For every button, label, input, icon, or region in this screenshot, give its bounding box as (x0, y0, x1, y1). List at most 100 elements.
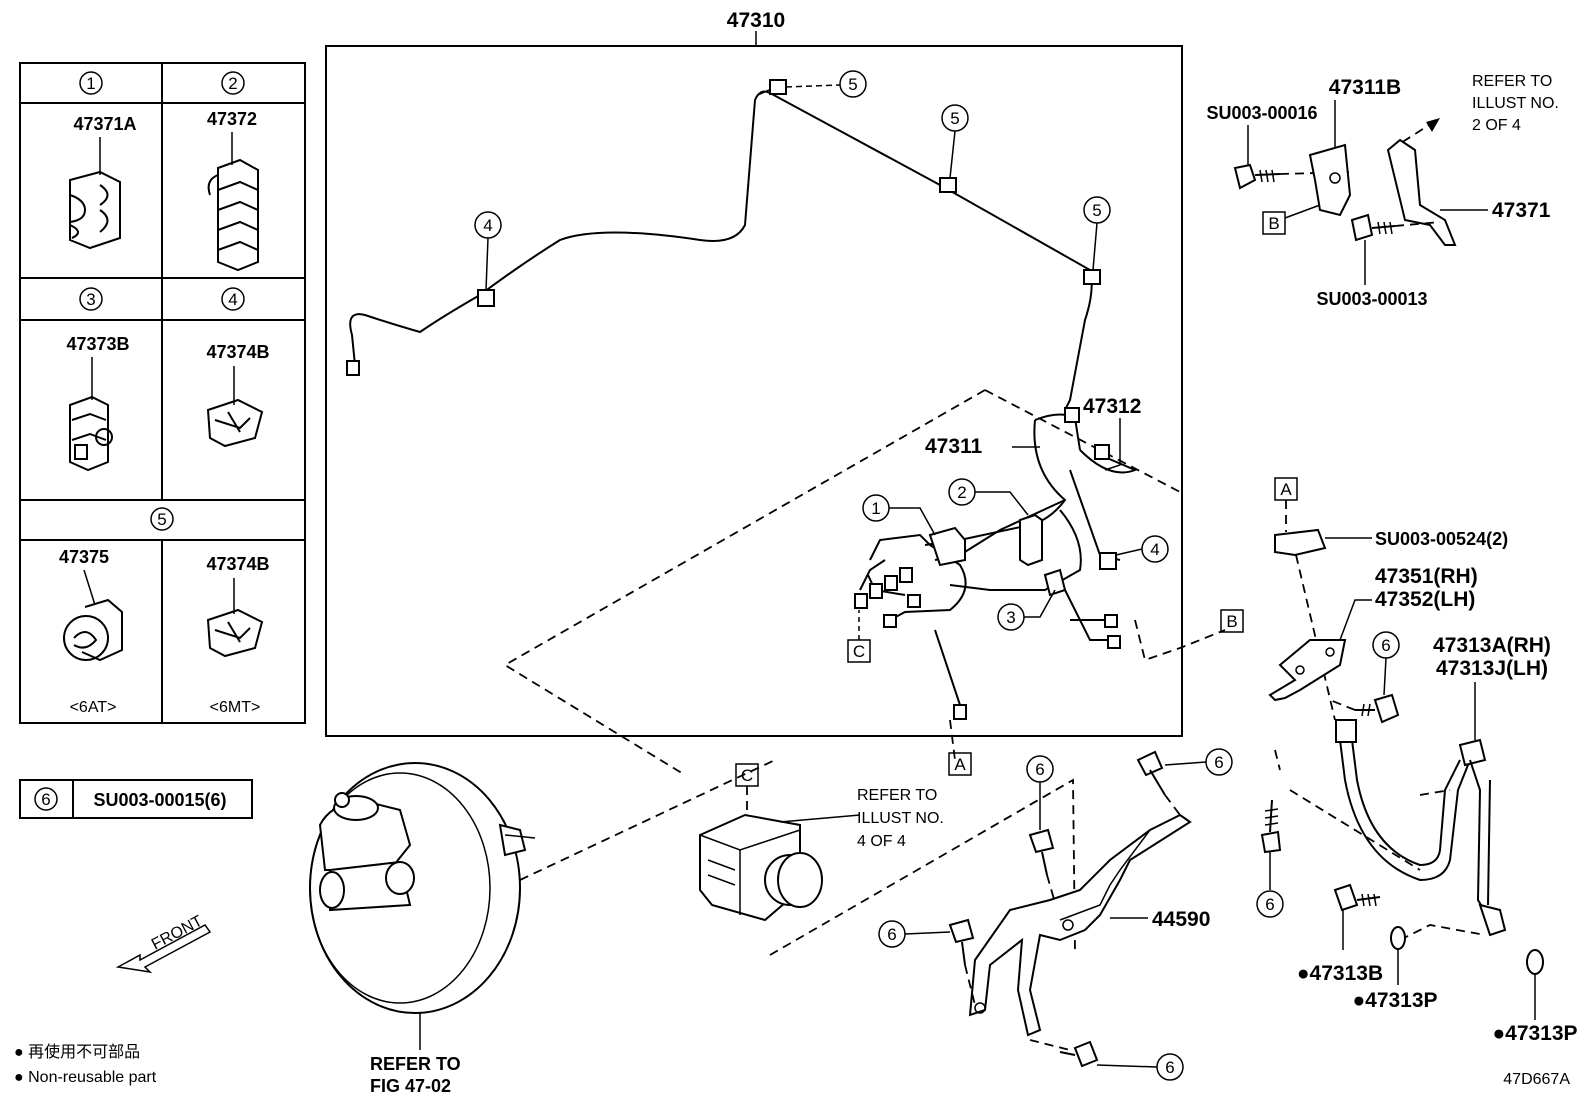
table-callout-2-label: 2 (228, 74, 237, 93)
svg-text:4: 4 (483, 216, 492, 235)
callout-3: 3 (997, 589, 1056, 631)
callout-4-a: 4 (474, 211, 502, 291)
flex-hose-group: A SU003-00524(2) 47351(RH) 47352(LH) 6 4… (1256, 477, 1578, 1045)
table-part-47374B-a: 47374B (206, 342, 269, 362)
table-part-47371A: 47371A (73, 114, 136, 134)
svg-text:6: 6 (1381, 636, 1390, 655)
label-47312: 47312 (1083, 395, 1141, 418)
table-note-6at: <6AT> (70, 699, 117, 716)
svg-text:REFER TO: REFER TO (857, 787, 937, 804)
svg-text:4 OF 4: 4 OF 4 (857, 833, 906, 850)
refer-illust-4: REFER TO ILLUST NO. 4 OF 4 (857, 787, 944, 850)
svg-text:FRONT: FRONT (149, 913, 206, 954)
tube-assembly-box: 47310 5 5 5 4 (325, 9, 1244, 776)
svg-text:5: 5 (848, 75, 857, 94)
front-direction-arrow: FRONT (115, 913, 212, 974)
table-part-47375: 47375 (59, 547, 109, 567)
callout-6-b: 6 (1256, 890, 1284, 918)
table-callout-3 (79, 287, 103, 311)
clip-47374B-drawing-a (206, 398, 264, 448)
actuator-bracket-44590: 6 6 44590 6 (878, 748, 1233, 1081)
callout-6-f: 6 (1096, 1053, 1184, 1081)
svg-text:A: A (1280, 480, 1292, 499)
label-su003-00013: SU003-00013 (1316, 289, 1427, 309)
callout-2: 2 (948, 478, 1029, 516)
label-47311: 47311 (925, 435, 983, 458)
label-47351: 47351(RH) (1375, 565, 1478, 588)
svg-text:ILLUST NO.: ILLUST NO. (1472, 95, 1559, 112)
brake-booster-group: REFER TO FIG 47-02 (309, 759, 776, 1096)
clip-47373B-drawing (69, 395, 113, 472)
callout-5-c: 5 (1083, 196, 1111, 271)
svg-text:REFER TO: REFER TO (1472, 73, 1552, 90)
box-letter-B-a: B (1220, 609, 1244, 633)
legend-jp: ● 再使用不可部品 (14, 1043, 140, 1061)
svg-text:C: C (853, 642, 865, 661)
table-callout-5 (150, 507, 174, 531)
table-callout-4-label: 4 (228, 290, 237, 309)
svg-text:6: 6 (1214, 753, 1223, 772)
table-callout-1 (79, 71, 103, 95)
svg-text:C: C (741, 766, 753, 785)
label-44590: 44590 (1152, 908, 1210, 931)
label-47371: 47371 (1492, 199, 1551, 222)
svg-text:6: 6 (1035, 760, 1044, 779)
abs-actuator-group: C REFER TO ILLUST NO. 4 OF 4 (699, 763, 1076, 956)
svg-text:B: B (1226, 612, 1237, 631)
box-letter-C-a: C (847, 610, 871, 663)
legend-en: ● Non-reusable part (14, 1069, 157, 1086)
label-47311B: 47311B (1329, 76, 1401, 99)
legend: ● 再使用不可部品 ● Non-reusable part (14, 1043, 157, 1086)
label-47313A: 47313A(RH) (1433, 634, 1551, 657)
box-letter-C-b: C (735, 763, 759, 787)
svg-text:1: 1 (871, 499, 880, 518)
svg-text:5: 5 (950, 109, 959, 128)
label-47313J: 47313J(LH) (1436, 657, 1548, 680)
label-47313B: ●47313B (1297, 962, 1383, 985)
assembly-number-47310: 47310 (727, 9, 785, 32)
table-part-47373B: 47373B (66, 334, 129, 354)
label-47313P-b: ●47313P (1492, 1022, 1577, 1045)
table-callout-2 (221, 71, 245, 95)
svg-text:REFER TO: REFER TO (370, 1054, 461, 1074)
callout-5-a: 5 (785, 70, 867, 98)
label-su003-00016: SU003-00016 (1206, 103, 1317, 123)
svg-text:6: 6 (1265, 895, 1274, 914)
refer-fig-47-02: REFER TO FIG 47-02 (370, 1054, 461, 1096)
label-47313P-a: ●47313P (1352, 989, 1437, 1012)
svg-text:6: 6 (887, 925, 896, 944)
svg-text:FIG 47-02: FIG 47-02 (370, 1076, 451, 1096)
table-part-47374B-b: 47374B (206, 554, 269, 574)
svg-text:5: 5 (1092, 201, 1101, 220)
svg-text:3: 3 (1006, 608, 1015, 627)
refer-illust-2: REFER TO ILLUST NO. 2 OF 4 (1472, 73, 1559, 134)
table-callout-1-label: 1 (86, 74, 95, 93)
svg-text:4: 4 (1150, 540, 1159, 559)
label-47352: 47352(LH) (1375, 588, 1475, 611)
callout-6-a: 6 (1372, 631, 1400, 696)
table-footer-box (19, 779, 253, 819)
bracket-group-top-right: 47311B SU003-00016 REFER TO ILLUST NO. 2… (1206, 73, 1558, 309)
label-su003-00524: SU003-00524(2) (1375, 529, 1508, 549)
callout-6-c: 6 (1164, 748, 1233, 776)
svg-text:2 OF 4: 2 OF 4 (1472, 117, 1521, 134)
callout-1: 1 (862, 494, 936, 536)
svg-text:B: B (1268, 214, 1279, 233)
table-footer-part: SU003-00015(6) (93, 790, 226, 810)
clip-reference-table: 1 2 3 4 5 47371A 47372 47373B 47374B 473… (19, 62, 306, 819)
callout-6-e: 6 (878, 920, 951, 948)
callout-4-b: 4 (1115, 535, 1169, 563)
table-note-6mt: <6MT> (210, 699, 261, 716)
box-letter-A-b: A (1274, 477, 1298, 501)
callout-5-b: 5 (941, 104, 969, 179)
svg-text:6: 6 (1165, 1058, 1174, 1077)
box-letter-B-b: B (1262, 204, 1321, 235)
table-part-47372: 47372 (207, 109, 257, 129)
callout-6-d: 6 (1026, 755, 1054, 830)
clip-47374B-drawing-b (206, 608, 264, 658)
svg-text:A: A (954, 755, 966, 774)
clip-47372-drawing (207, 158, 259, 272)
table-callout-3-label: 3 (86, 290, 95, 309)
table-footer-callout: 6 (41, 790, 50, 809)
